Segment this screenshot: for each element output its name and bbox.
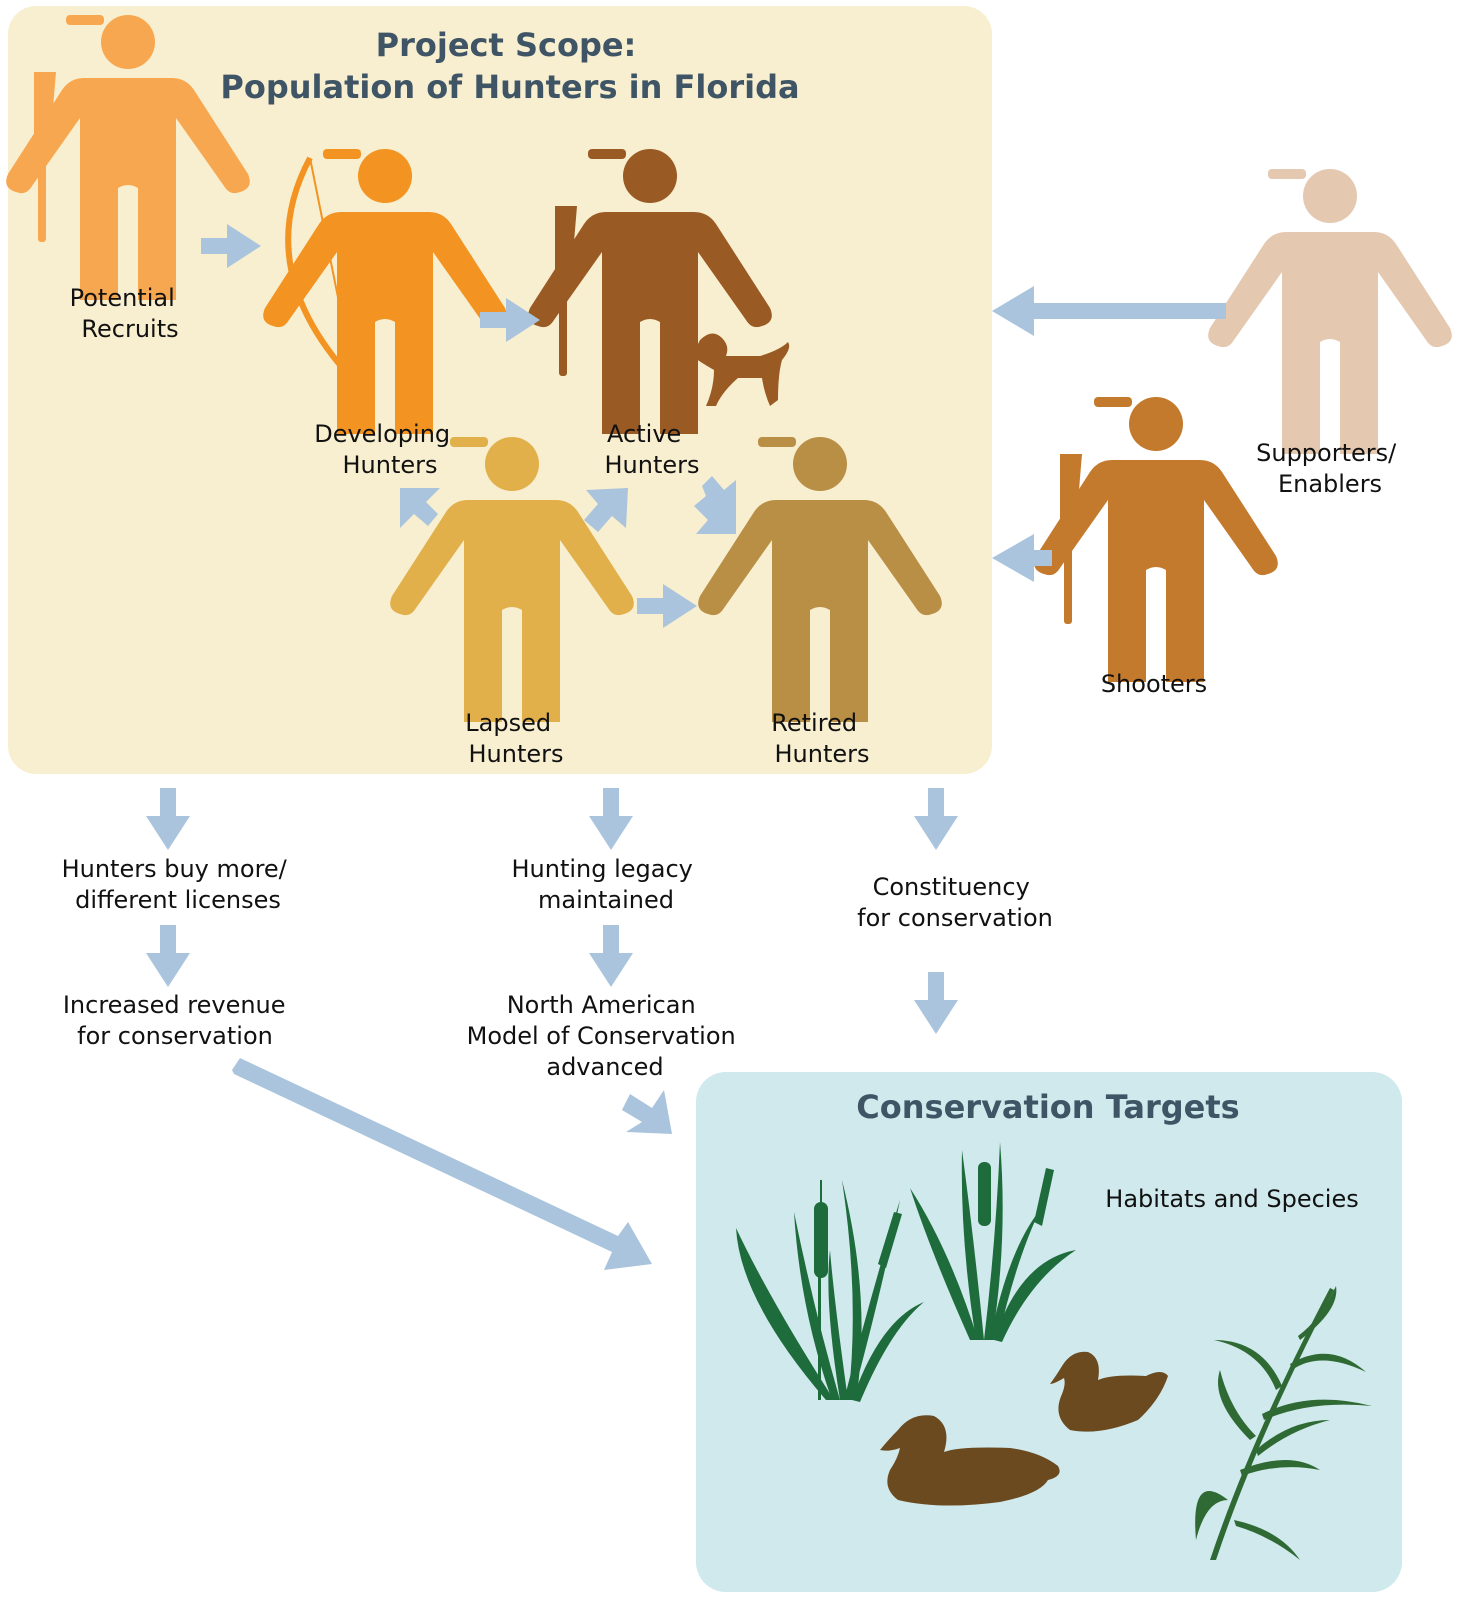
outcome-revenue: Increased revenue for conservation — [63, 991, 293, 1050]
arrow-legacy-to-model — [589, 925, 633, 987]
arrow-model-to-targets — [622, 1090, 672, 1134]
scope-title-line1: Project Scope: — [376, 26, 637, 64]
arrow-revenue-to-targets — [232, 1058, 652, 1270]
arrow-constituency-to-targets — [914, 972, 958, 1034]
shooters-label: Shooters — [1101, 670, 1207, 698]
conservation-targets-title: Conservation Targets — [856, 1088, 1239, 1126]
arrow-licenses-to-revenue — [146, 925, 190, 987]
outcome-licenses: Hunters buy more/ different licenses — [62, 855, 295, 914]
supporters-enablers-label: Supporters/ Enablers — [1256, 439, 1404, 498]
shooters-figure — [1034, 397, 1278, 682]
arrow-supporters-to-scope — [992, 286, 1226, 336]
outcome-constituency: Constituency for conservation — [857, 873, 1053, 932]
arrow-scope-to-legacy — [589, 788, 633, 850]
arrow-shooters-to-scope — [992, 534, 1052, 582]
outcome-model: North American Model of Conservation adv… — [467, 991, 744, 1081]
arrow-scope-to-constituency — [914, 788, 958, 850]
supporters-enablers-figure — [1208, 169, 1452, 454]
scope-title-line2: Population of Hunters in Florida — [220, 68, 799, 106]
arrow-scope-to-licenses — [146, 788, 190, 850]
conservation-targets-box — [696, 1072, 1402, 1592]
outcome-legacy: Hunting legacy maintained — [511, 855, 700, 914]
habitats-species-label: Habitats and Species — [1105, 1185, 1358, 1213]
